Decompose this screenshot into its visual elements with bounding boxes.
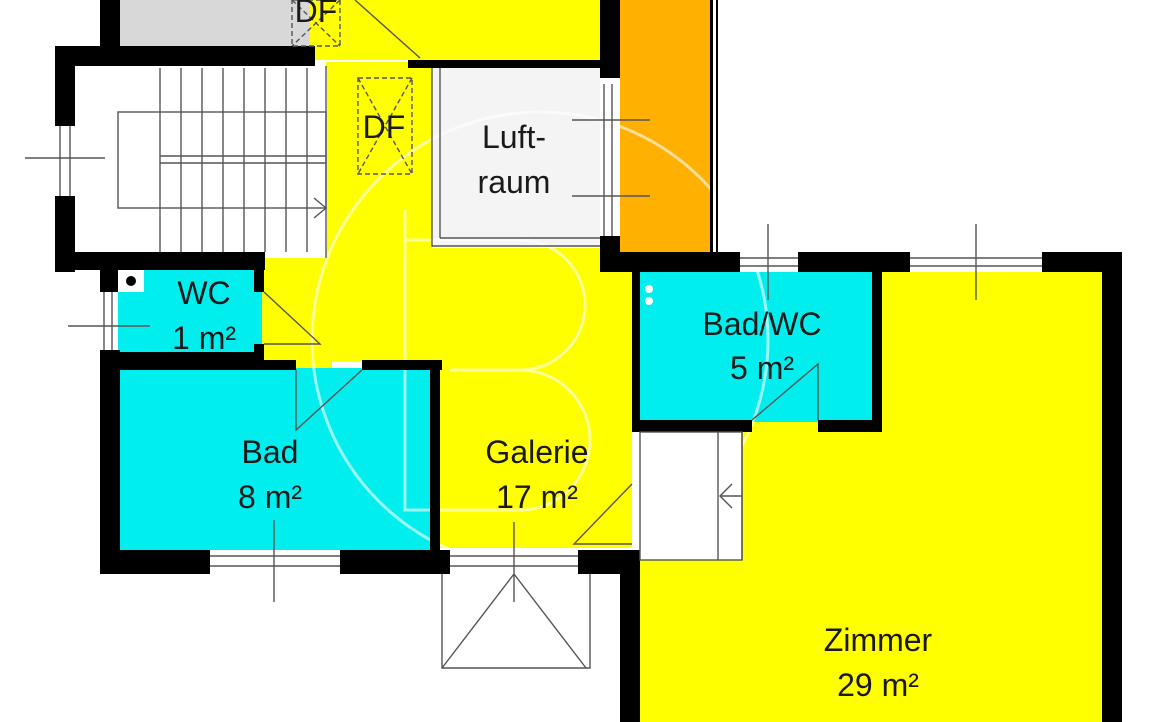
floor-fills bbox=[75, 0, 1104, 722]
wall bbox=[55, 252, 265, 270]
wall bbox=[600, 0, 620, 78]
wall bbox=[408, 60, 620, 68]
label-df-mid: DF bbox=[363, 109, 406, 145]
label-luftraum-1: Luft- bbox=[482, 119, 546, 155]
galerie-fill bbox=[262, 62, 632, 548]
stair-fill bbox=[75, 68, 327, 254]
chimney-fill bbox=[620, 0, 712, 255]
watermark-circle bbox=[310, 110, 770, 570]
luftraum-fill bbox=[432, 68, 600, 246]
wall bbox=[632, 420, 752, 432]
wall bbox=[620, 556, 640, 722]
label-bad-area: 8 m² bbox=[238, 479, 302, 515]
label-galerie-name: Galerie bbox=[485, 434, 588, 470]
watermark-letter bbox=[403, 210, 592, 512]
df-box-mid bbox=[357, 77, 413, 175]
top-yellow-area bbox=[310, 0, 602, 60]
label-badwc-name: Bad/WC bbox=[702, 306, 821, 342]
wall bbox=[798, 252, 910, 272]
label-bad-name: Bad bbox=[242, 434, 299, 470]
top-door-swing bbox=[354, 0, 421, 59]
wall bbox=[55, 46, 315, 66]
label-badwc-area: 5 m² bbox=[730, 350, 794, 386]
watermark bbox=[310, 110, 770, 570]
wall bbox=[100, 0, 120, 48]
wall bbox=[362, 360, 442, 370]
wall bbox=[872, 268, 882, 428]
bad-door-swing bbox=[295, 369, 363, 432]
shaft-dot bbox=[645, 297, 653, 305]
wall bbox=[716, 0, 718, 255]
badwc-door-swing bbox=[751, 362, 819, 421]
wall bbox=[254, 270, 264, 292]
balcony-swing bbox=[441, 572, 587, 669]
label-luftraum-2: raum bbox=[478, 164, 551, 200]
df-box-top bbox=[291, 0, 341, 47]
wall bbox=[818, 420, 882, 432]
shaft-dot bbox=[645, 285, 653, 293]
wall bbox=[1102, 252, 1122, 722]
label-df-top: DF bbox=[295, 0, 338, 29]
wall bbox=[100, 270, 120, 292]
wall bbox=[340, 550, 450, 574]
balcony bbox=[441, 574, 591, 669]
wall bbox=[100, 550, 210, 574]
label-zimmer-name: Zimmer bbox=[824, 622, 933, 658]
wall bbox=[632, 252, 640, 428]
wall bbox=[100, 360, 120, 574]
fixtures bbox=[118, 270, 653, 305]
stair-steps bbox=[159, 68, 308, 252]
wall bbox=[430, 360, 440, 554]
wall bbox=[118, 360, 296, 370]
wall bbox=[710, 0, 713, 255]
label-wc-area: 1 m² bbox=[172, 320, 236, 356]
bad-fill bbox=[118, 368, 432, 550]
wc-door-swing bbox=[263, 291, 322, 345]
label-zimmer-area: 29 m² bbox=[837, 667, 919, 703]
wall bbox=[254, 344, 264, 364]
walls bbox=[55, 0, 1122, 722]
labels: DF DF Luft- raum WC 1 m² Bad/WC 5 m² Bad… bbox=[172, 0, 933, 703]
shaft-dot bbox=[126, 276, 136, 286]
luftraum-outline bbox=[431, 68, 600, 247]
galerie-door-swing bbox=[572, 483, 633, 545]
bad-wc-fill bbox=[640, 272, 872, 422]
wall bbox=[55, 46, 75, 126]
wall bbox=[632, 252, 740, 272]
detail-lines bbox=[25, 0, 1042, 669]
label-galerie-area: 17 m² bbox=[496, 479, 578, 515]
label-wc-name: WC bbox=[177, 275, 230, 311]
